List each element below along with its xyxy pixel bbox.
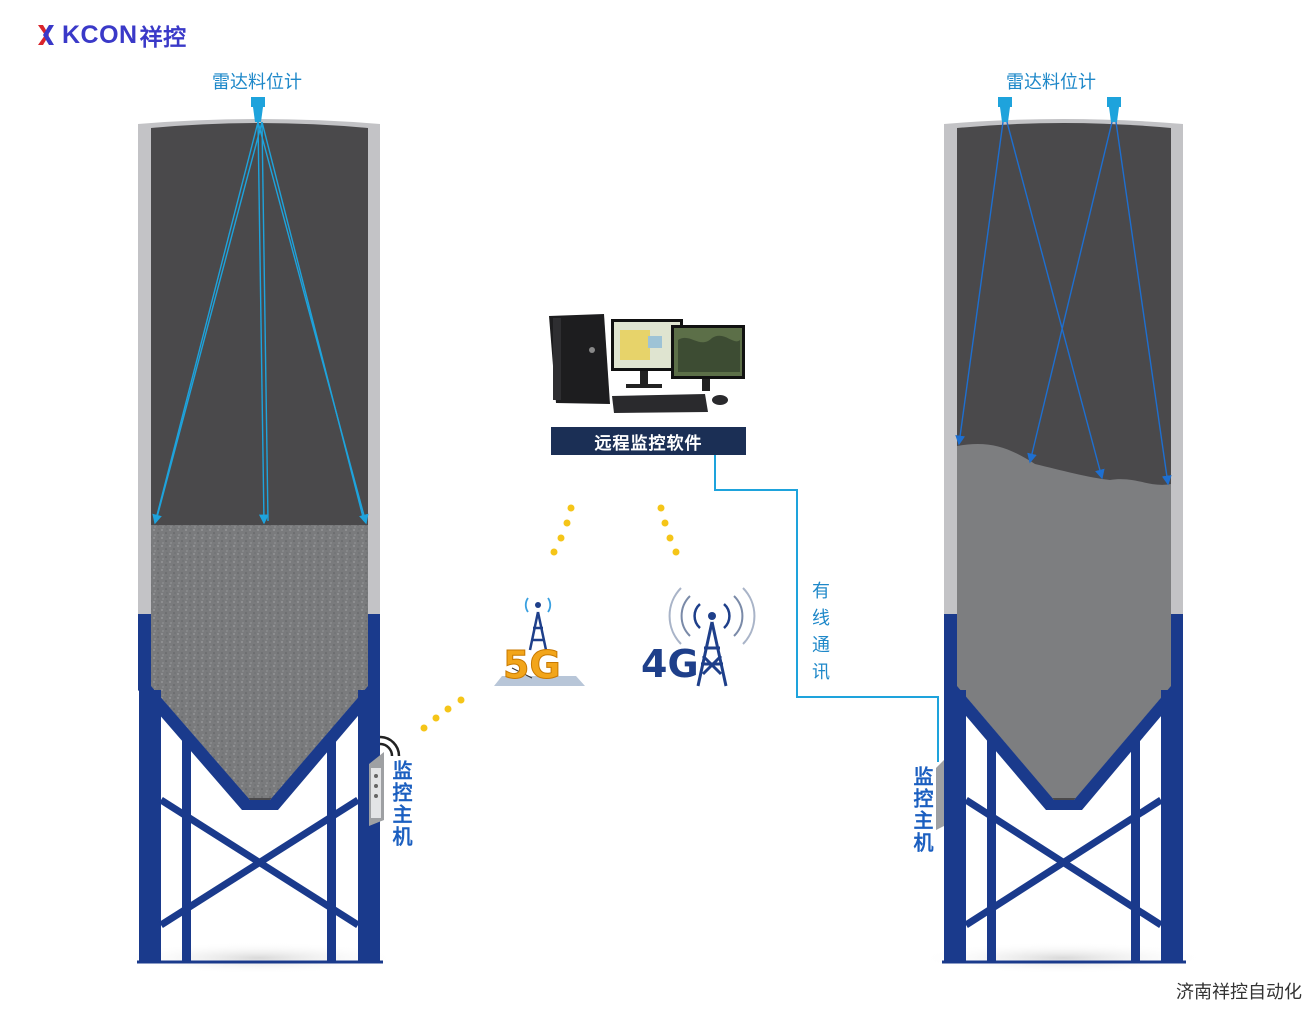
4g-tower-icon: 4G [641, 587, 756, 687]
wired-communication-label: 有线通讯 [809, 581, 830, 689]
5g-label: 5G [503, 643, 561, 687]
left-silo-band [138, 614, 380, 810]
left-radar-beams [152, 121, 369, 525]
right-silo-material [957, 444, 1171, 798]
right-radar-beams [955, 121, 1172, 486]
radar-label-left: 雷达料位计 [212, 72, 302, 93]
monitor-host-icon [936, 760, 944, 830]
brand-logo: KCON 祥控 [36, 18, 187, 52]
monitor-host-icon [369, 735, 401, 826]
xk-logo-icon [38, 25, 54, 45]
5g-tower-icon: 5G [494, 597, 585, 688]
logo-text: KCON [62, 20, 138, 49]
computer-workstation-icon [549, 314, 745, 413]
wireless-signal-icon [420, 504, 680, 732]
left-silo-material [151, 525, 368, 798]
company-name: 济南祥控自动化 [1176, 982, 1302, 1003]
radar-sensor-icon [1107, 97, 1121, 122]
radar-label-right: 雷达料位计 [1006, 72, 1096, 93]
monitor-host-label-right: 监控主机 [910, 766, 934, 854]
radar-sensor-icon [998, 97, 1012, 122]
remote-software-label: 远程监控软件 [551, 427, 746, 455]
right-silo-support [942, 690, 1186, 964]
4g-label: 4G [641, 642, 699, 686]
left-silo [119, 97, 401, 974]
logo-chinese-text: 祥控 [139, 25, 187, 51]
radar-sensor-icon [251, 97, 265, 122]
right-silo [918, 97, 1208, 974]
monitor-host-label-left: 监控主机 [389, 760, 413, 848]
wired-connection-line [714, 455, 939, 762]
